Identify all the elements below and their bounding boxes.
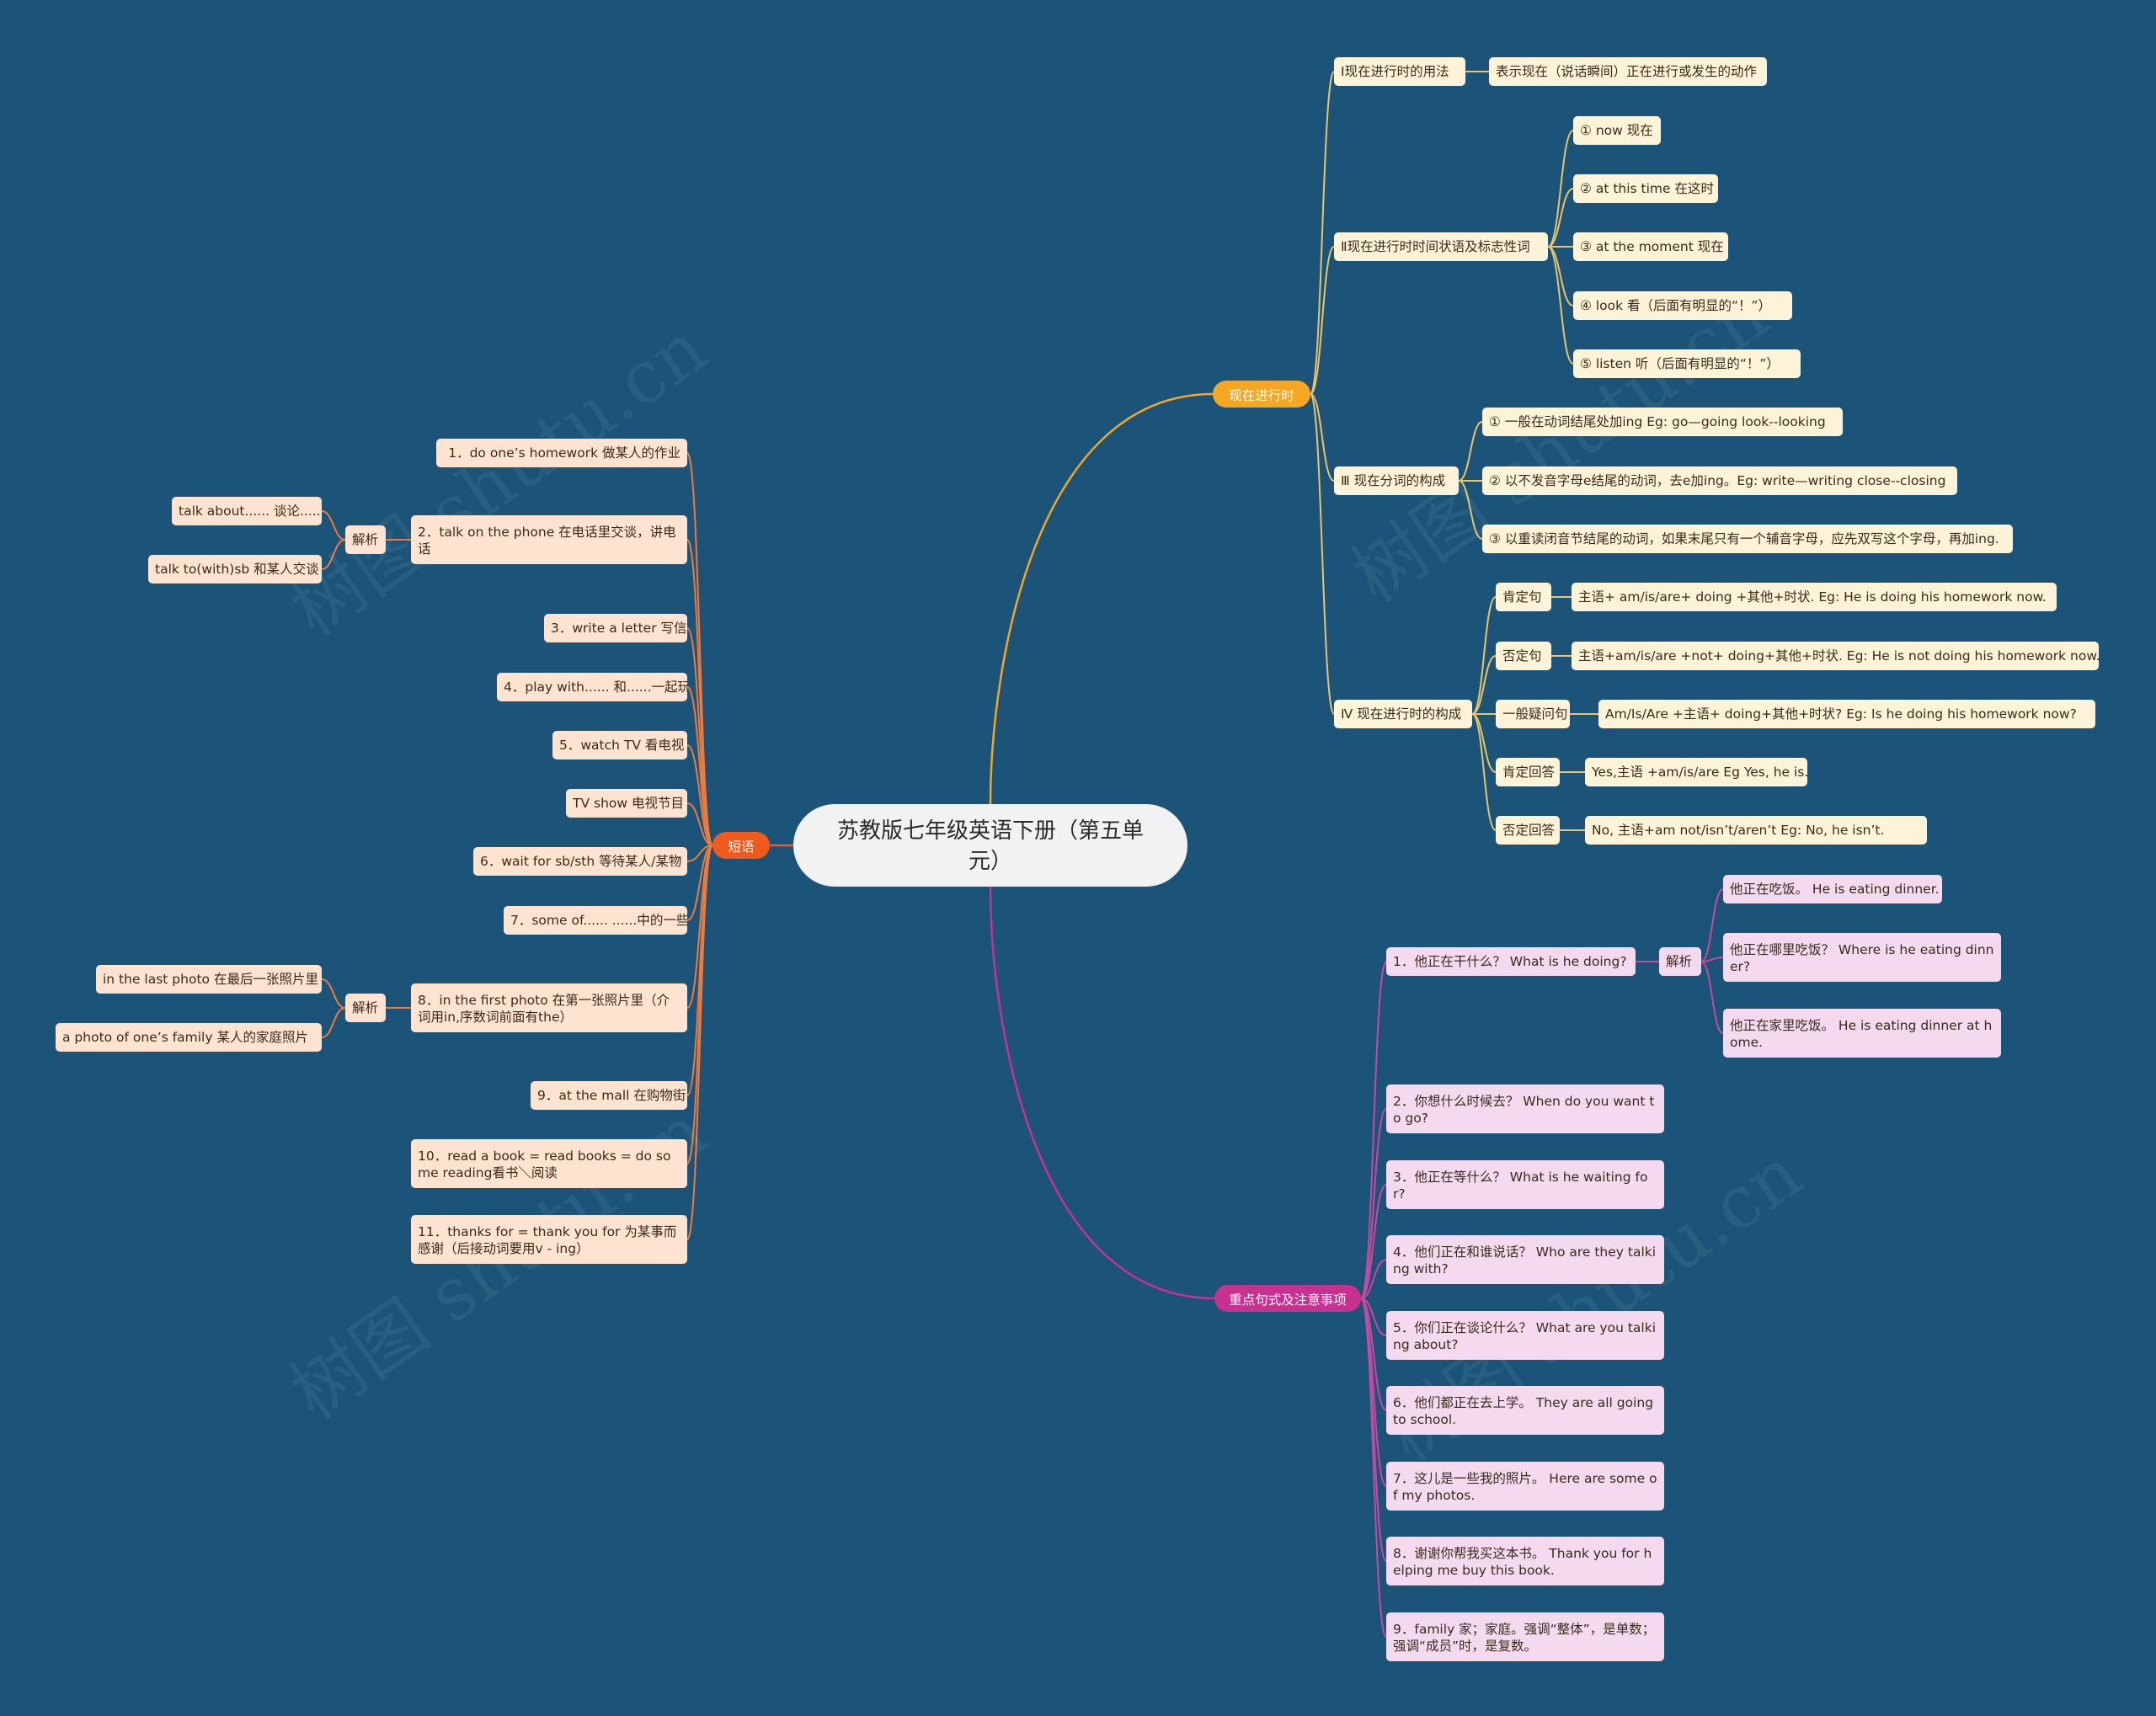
sentence-item[interactable]: 1．他正在干什么？ What is he doing? — [1386, 947, 1636, 976]
connector — [1700, 957, 1724, 962]
sentence-1-note-item[interactable]: 他正在哪里吃饭？ Where is he eating dinner? — [1723, 933, 2001, 982]
connector — [686, 539, 713, 846]
branch-key-sentences[interactable]: 重点句式及注意事项 — [1214, 1285, 1361, 1312]
sentence-item[interactable]: 8．谢谢你帮我买这本书。 Thank you for helping me bu… — [1386, 1537, 1664, 1585]
connector — [1547, 246, 1574, 365]
phrase-item[interactable]: TV show 电视节目 — [566, 789, 687, 818]
structure-text[interactable]: Am/Is/Are +主语+ doing+其他+时状? Eg: Is he do… — [1598, 700, 2095, 728]
connector — [1310, 393, 1335, 715]
sentence-item[interactable]: 6．他们都正在去上学。 They are all going to school… — [1386, 1386, 1664, 1435]
structure-type[interactable]: 否定句 — [1496, 642, 1551, 670]
participle-label[interactable]: Ⅲ 现在分词的构成 — [1334, 466, 1459, 495]
signal-item[interactable]: ① now 现在 — [1573, 116, 1661, 145]
connector — [1360, 1184, 1387, 1299]
phrase-item[interactable]: 5．watch TV 看电视 — [552, 731, 687, 759]
structure-text[interactable]: No, 主语+am not/isn’t/aren’t Eg: No, he is… — [1585, 816, 1927, 845]
connector — [1310, 71, 1335, 395]
phrase-item[interactable]: 4．play with...... 和......一起玩 — [497, 673, 687, 701]
connector — [1547, 188, 1574, 248]
connector — [1471, 713, 1497, 831]
connector — [1360, 1108, 1387, 1299]
sentence-item[interactable]: 5．你们正在谈论什么？ What are you talking about? — [1386, 1311, 1664, 1360]
connector — [686, 744, 713, 846]
sentence-item[interactable]: 4．他们正在和谁说话？ Who are they talking with? — [1386, 1235, 1664, 1284]
connector — [321, 539, 346, 570]
phrase-item[interactable]: 6．wait for sb/sth 等待某人/某物 — [473, 847, 687, 876]
phrase-item[interactable]: 3．write a letter 写信 — [544, 614, 687, 642]
connector — [686, 845, 713, 1240]
phrase-2-note-item[interactable]: talk to(with)sb 和某人交谈 — [148, 555, 322, 584]
connector — [1547, 246, 1574, 306]
phrase-item[interactable]: 10．read a book = read books = do some re… — [411, 1139, 687, 1188]
connector — [1458, 421, 1483, 482]
participle-rule[interactable]: ③ 以重读闭音节结尾的动词，如果末尾只有一个辅音字母，应先双写这个字母，再加in… — [1482, 525, 2013, 553]
connector — [686, 845, 713, 1164]
connector — [1700, 961, 1724, 1034]
structure-label[interactable]: Ⅳ 现在进行时的构成 — [1334, 700, 1472, 728]
phrase-2-note-label[interactable]: 解析 — [345, 525, 386, 554]
connector — [1547, 130, 1574, 248]
phrase-2-note-item[interactable]: talk about...... 谈论...... — [172, 497, 322, 525]
phrase-item[interactable]: 1．do one’s homework 做某人的作业 — [436, 439, 687, 467]
connector — [321, 1007, 346, 1038]
signal-item[interactable]: ⑤ listen 听（后面有明显的“！”） — [1573, 349, 1801, 378]
connector — [1471, 596, 1497, 715]
connector — [1360, 961, 1387, 1299]
participle-rule[interactable]: ② 以不发音字母e结尾的动词，去e加ing。Eg: write—writing … — [1482, 466, 1957, 495]
connector — [321, 978, 346, 1009]
phrase-item[interactable]: 11．thanks for = thank you for 为某事而感谢（后接动… — [411, 1215, 687, 1264]
connector — [1360, 1298, 1387, 1336]
connector — [1310, 393, 1335, 482]
branch-phrases[interactable]: 短语 — [712, 832, 770, 859]
phrase-item[interactable]: 7．some of...... ......中的一些 — [504, 906, 687, 935]
phrase-item[interactable]: 9．at the mall 在购物街 — [531, 1081, 687, 1110]
connector — [1310, 246, 1335, 395]
signal-item[interactable]: ④ look 看（后面有明显的“！”） — [1573, 291, 1792, 320]
connector — [1471, 713, 1497, 773]
structure-text[interactable]: Yes,主语 +am/is/are Eg Yes, he is. — [1585, 758, 1807, 786]
sentence-item[interactable]: 3．他正在等什么？ What is he waiting for? — [1386, 1160, 1664, 1209]
signal-item[interactable]: ② at this time 在这时 — [1573, 174, 1718, 203]
phrase-8-note-item[interactable]: in the last photo 在最后一张照片里 — [96, 965, 322, 994]
phrase-item[interactable]: 8．in the first photo 在第一张照片里（介词用in,序数词前面… — [411, 983, 687, 1032]
connector — [686, 452, 713, 846]
phrase-8-note-item[interactable]: a photo of one’s family 某人的家庭照片 — [56, 1023, 322, 1052]
connector — [989, 886, 1215, 1300]
connector — [989, 392, 1214, 805]
connector — [1471, 655, 1497, 715]
structure-type[interactable]: 肯定回答 — [1496, 758, 1560, 786]
sentence-1-note-item[interactable]: 他正在家里吃饭。 He is eating dinner at home. — [1723, 1009, 2001, 1058]
connector — [686, 845, 713, 921]
branch-present-continuous[interactable]: 现在进行时 — [1213, 381, 1310, 408]
present-usage-item[interactable]: 表示现在（说话瞬间）正在进行或发生的动作 — [1489, 57, 1767, 86]
root-topic[interactable]: 苏教版七年级英语下册（第五单元） — [793, 804, 1187, 887]
sentence-item[interactable]: 2．你想什么时候去？ When do you want to go? — [1386, 1084, 1664, 1133]
structure-text[interactable]: 主语+am/is/are +not+ doing+其他+时状. Eg: He i… — [1572, 642, 2099, 670]
sentence-1-note-item[interactable]: 他正在吃饭。 He is eating dinner. — [1723, 875, 1942, 903]
signal-item[interactable]: ③ at the moment 现在 — [1573, 232, 1728, 261]
structure-type[interactable]: 否定回答 — [1496, 816, 1560, 845]
sentence-item[interactable]: 7．这儿是一些我的照片。 Here are some of my photos. — [1386, 1462, 1664, 1511]
connector — [686, 845, 713, 1009]
connector — [686, 802, 713, 846]
connector — [686, 686, 713, 846]
connector — [321, 510, 346, 541]
connector — [1360, 1259, 1387, 1299]
connector — [1360, 1298, 1387, 1638]
sentence-item[interactable]: 9．family 家；家庭。强调“整体”，是单数；强调“成员”时，是复数。 — [1386, 1612, 1664, 1661]
present-usage-label[interactable]: Ⅰ现在进行时的用法 — [1334, 57, 1465, 86]
connector — [1360, 1298, 1387, 1562]
structure-type[interactable]: 一般疑问句 — [1496, 700, 1570, 728]
structure-type[interactable]: 肯定句 — [1496, 583, 1551, 611]
phrase-item[interactable]: 2．talk on the phone 在电话里交谈，讲电话 — [411, 515, 687, 564]
participle-rule[interactable]: ① 一般在动词结尾处加ing Eg: go—going look--lookin… — [1482, 408, 1843, 436]
sentence-1-note-label[interactable]: 解析 — [1659, 947, 1701, 976]
phrase-8-note-label[interactable]: 解析 — [345, 994, 386, 1022]
connector — [1700, 888, 1724, 962]
present-signals-label[interactable]: Ⅱ现在进行时时间状语及标志性词 — [1334, 232, 1548, 261]
structure-text[interactable]: 主语+ am/is/are+ doing +其他+时状. Eg: He is d… — [1572, 583, 2057, 611]
connector — [1458, 480, 1483, 540]
